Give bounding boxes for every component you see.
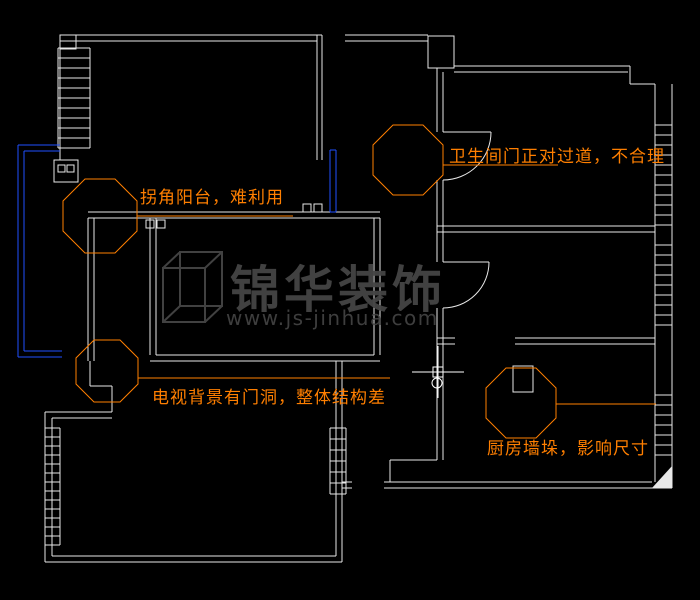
balcony-door-window [329,149,337,213]
column-balcony [53,159,79,183]
window-bottom-left [45,427,61,546]
annotation-kitchen-pier: 厨房墙垛，影响尺寸 [487,439,649,459]
window-bathroom [655,124,672,226]
pickbox [432,366,444,378]
corner-chamfer [652,466,672,488]
marker-kitchen-pier [485,367,557,439]
annotation-corner-balcony: 拐角阳台，难利用 [140,188,284,208]
window-symbols [45,47,672,546]
window-top-left [57,47,91,149]
crosshair-cursor [412,346,464,398]
marker-bathroom-door [372,124,444,196]
snap-circle [431,377,443,389]
door-swings [442,131,492,309]
marker-corner-balcony [62,178,138,254]
window-kitchen [655,394,672,456]
kitchen-pier [512,365,534,393]
columns [53,34,534,393]
revision-markers [62,124,656,439]
watermark-url: www.js-jinhua.com [226,306,439,330]
marker-tv-wall [75,339,139,403]
bedroom-door [442,261,490,309]
annotation-tv-wall: 电视背景有门洞，整体结构差 [152,388,386,408]
column-top-left [59,34,77,50]
bathroom-door [442,131,492,181]
window-inner [329,427,347,495]
watermark-logo [162,251,223,323]
cube-logo-icon [162,251,223,323]
watermark-brand: 锦华装饰 [230,261,446,319]
balcony-railing [17,144,62,358]
column-flue [427,35,455,69]
leader-lines [137,164,656,405]
window-bedroom [655,244,672,326]
balcony-outline [17,144,337,358]
annotation-bathroom-door: 卫生间门正对过道，不合理 [449,147,665,167]
